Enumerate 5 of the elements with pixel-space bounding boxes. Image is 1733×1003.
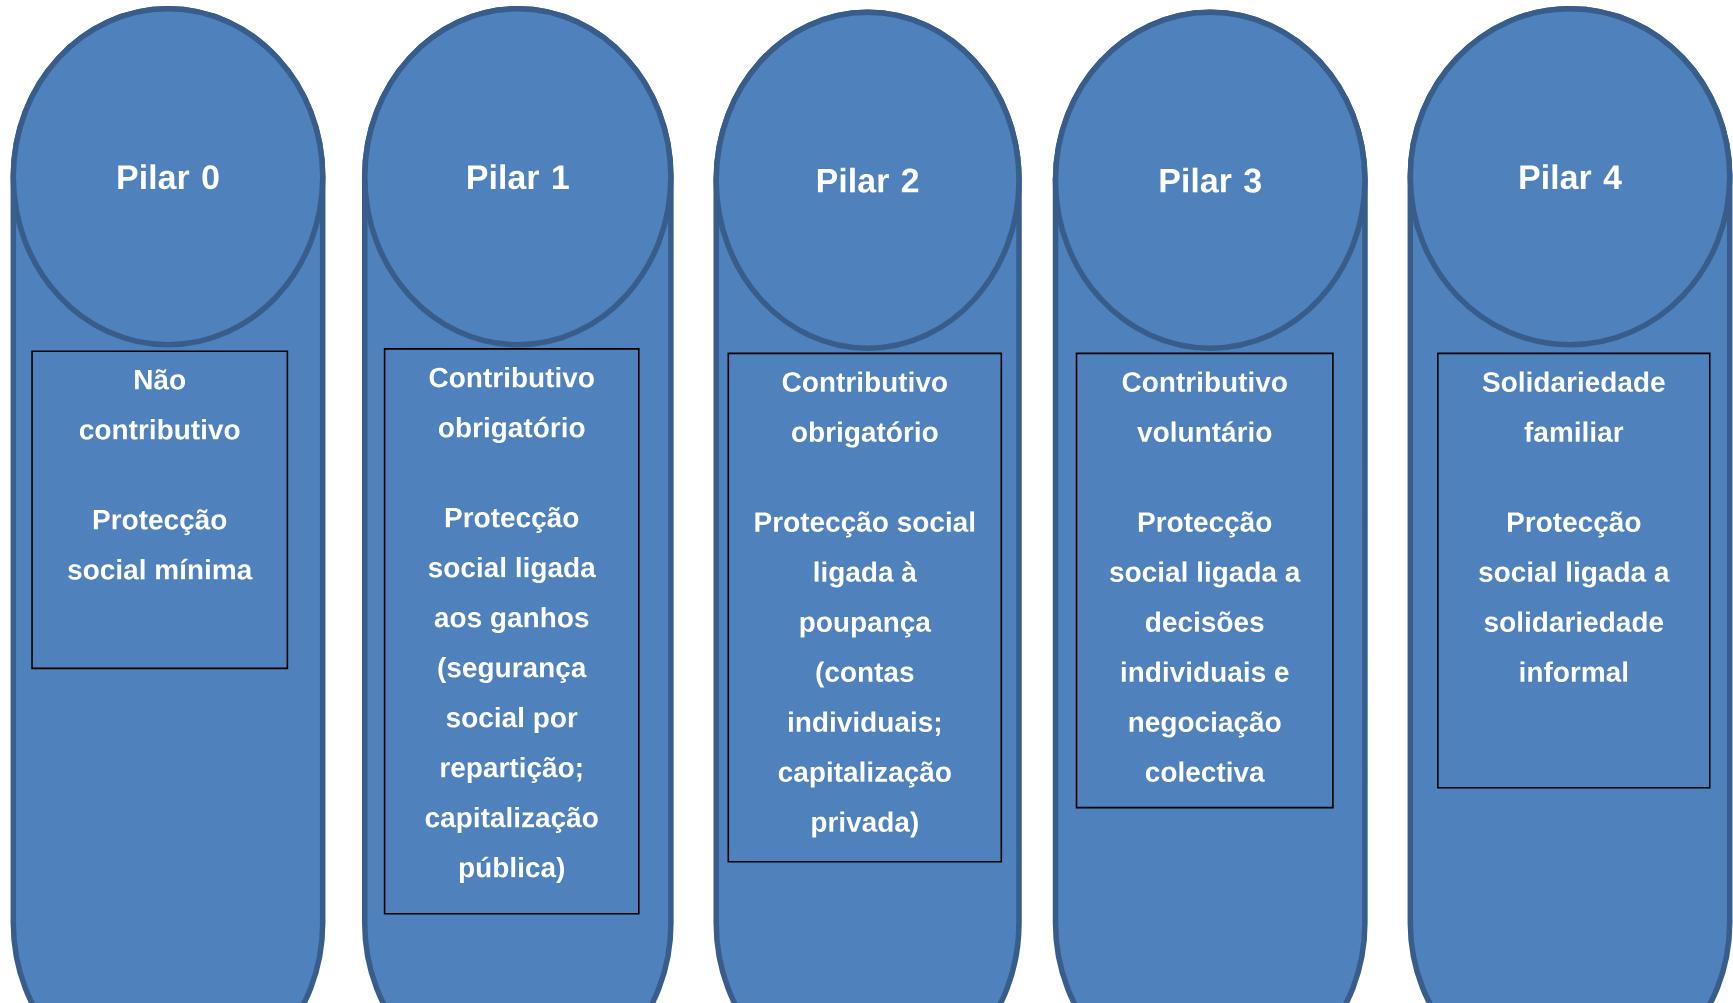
text-box: Contributivo voluntário Protecção social ligada a decisões individuais e negociação colectiva — [1075, 352, 1334, 809]
text-box: Contributivo obrigatório Protecção social ligada à poupança (contas individuais; capitalização privada) — [727, 352, 1003, 863]
text-box: Contributivo obrigatório Protecção social ligada aos ganhos (segurança social por repartição; capitalização pública) — [383, 348, 640, 915]
text-box: Não contributivo Protecção social mínima — [31, 350, 289, 670]
text-box: Solidariedade familiar Protecção social ligada a solidariedade informal — [1437, 352, 1711, 789]
